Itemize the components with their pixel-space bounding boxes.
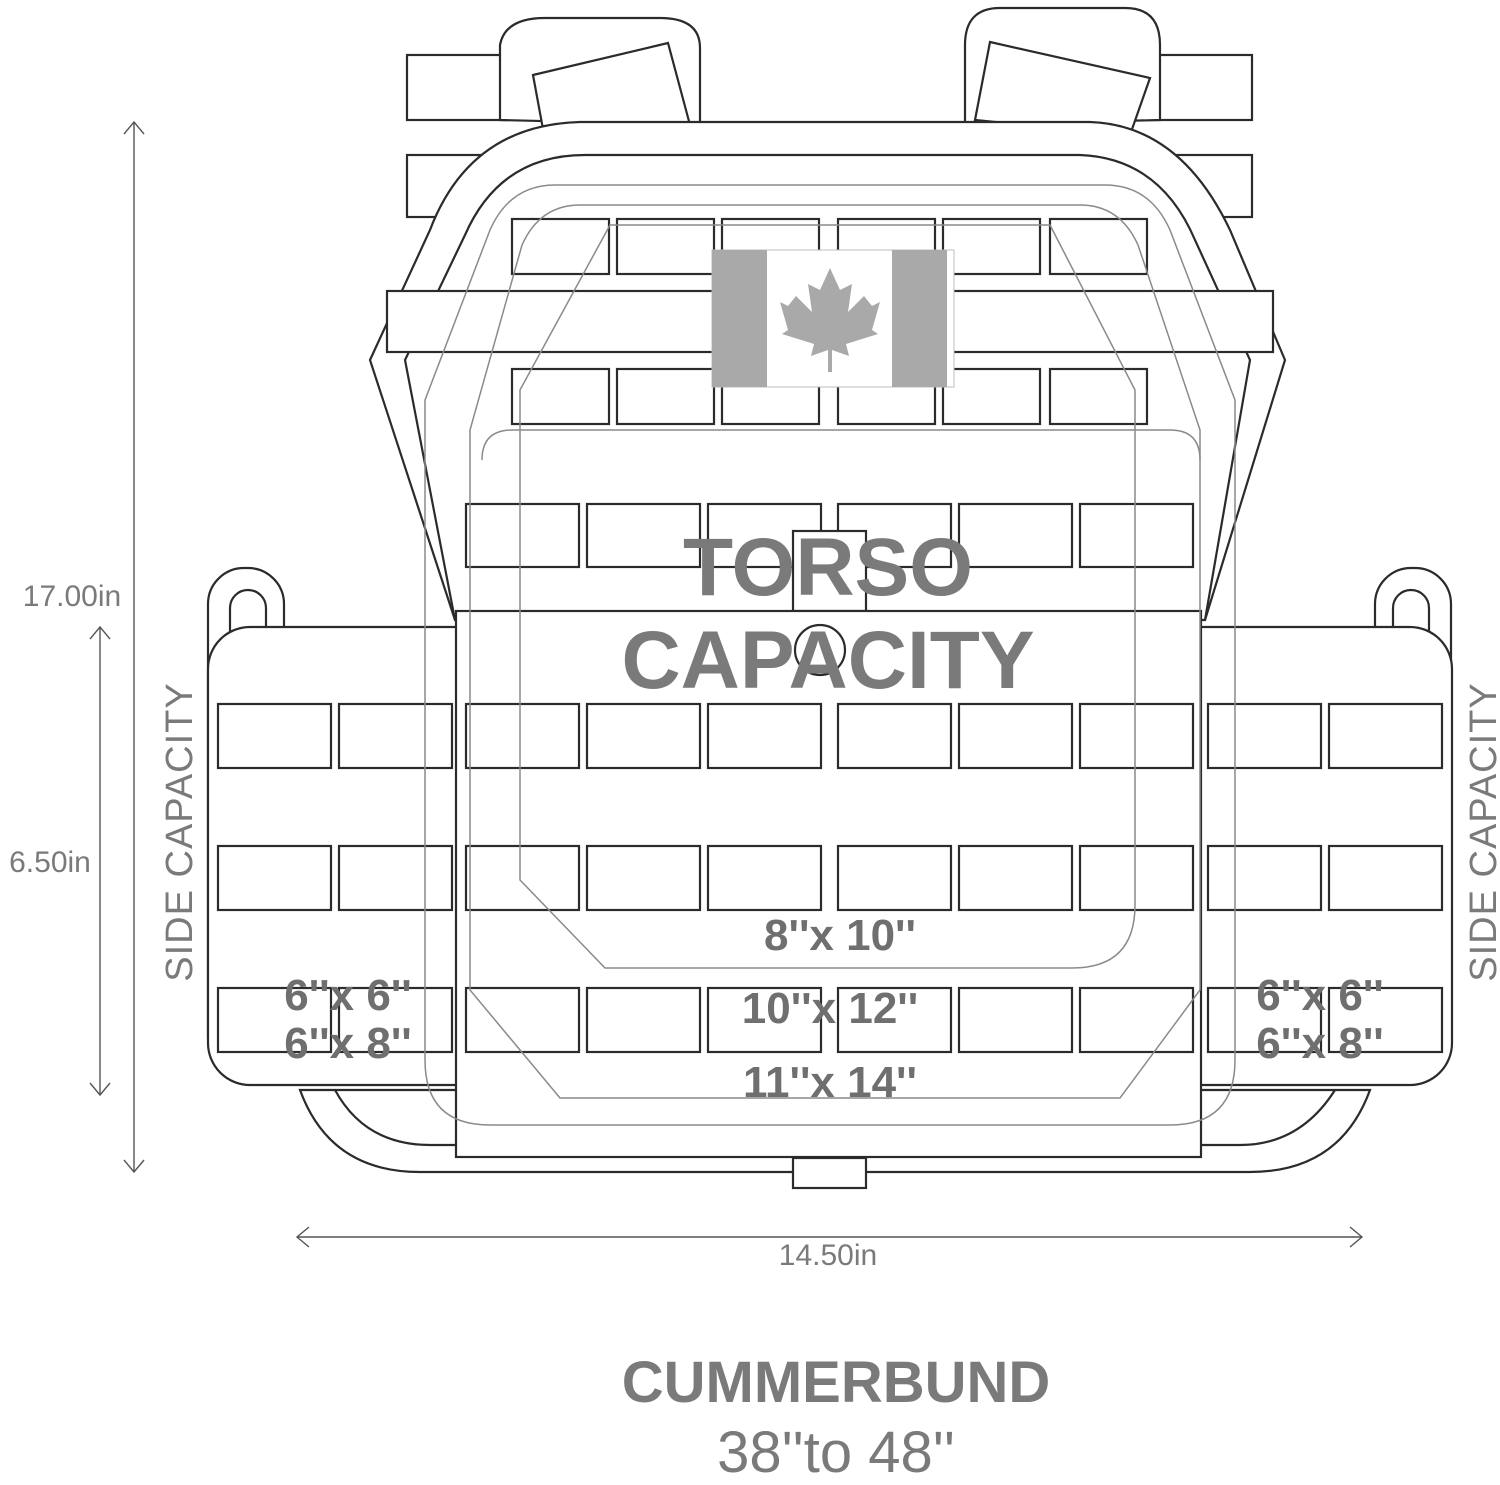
side-left-size-6x6: 6''x 6'' bbox=[284, 971, 412, 1020]
side-left-size-6x8: 6''x 8'' bbox=[284, 1019, 412, 1068]
side-right-size-6x8: 6''x 8'' bbox=[1256, 1019, 1384, 1068]
front-panel bbox=[454, 609, 1203, 1159]
dimension-label-650in: 6.50in bbox=[9, 846, 91, 879]
cummerbund-range: 38''to 48'' bbox=[717, 1420, 955, 1480]
dimension-height-side: 6.50in bbox=[9, 625, 111, 1097]
bottom-tab bbox=[791, 1156, 868, 1190]
canada-flag-icon bbox=[711, 249, 955, 388]
lower-molle bbox=[216, 702, 1444, 1054]
cummerbund-label: CUMMERBUND bbox=[622, 1350, 1051, 1415]
plate-size-10x12: 10''x 12'' bbox=[742, 984, 918, 1033]
plate-outlines bbox=[424, 184, 1236, 1126]
side-right-size-6x6: 6''x 6'' bbox=[1256, 971, 1384, 1020]
front-hole bbox=[793, 623, 847, 677]
plate-outline-10x12 bbox=[469, 204, 1201, 1099]
side-capacity-right-label: SIDE CAPACITY bbox=[1463, 682, 1500, 981]
torso-title-line1: TORSO bbox=[683, 522, 973, 613]
plate-size-11x14: 11''x 14'' bbox=[743, 1058, 917, 1107]
side-capacity-left-label: SIDE CAPACITY bbox=[159, 682, 201, 981]
dimension-label-1450in: 14.50in bbox=[779, 1239, 877, 1272]
molle-row bbox=[216, 702, 1444, 770]
molle-row bbox=[216, 986, 1444, 1054]
torso-title-line2: CAPACITY bbox=[621, 615, 1034, 706]
upper-molle bbox=[385, 217, 1275, 613]
dimension-width: 14.50in bbox=[295, 1226, 1364, 1272]
molle-row bbox=[216, 844, 1444, 912]
plate-outline-8x10 bbox=[519, 224, 1136, 969]
plate-size-8x10: 8''x 10'' bbox=[764, 911, 916, 960]
dimension-label-17in: 17.00in bbox=[23, 580, 121, 613]
plate-outline-11x14 bbox=[424, 184, 1236, 1126]
dimension-height-total: 17.00in bbox=[23, 120, 145, 1174]
